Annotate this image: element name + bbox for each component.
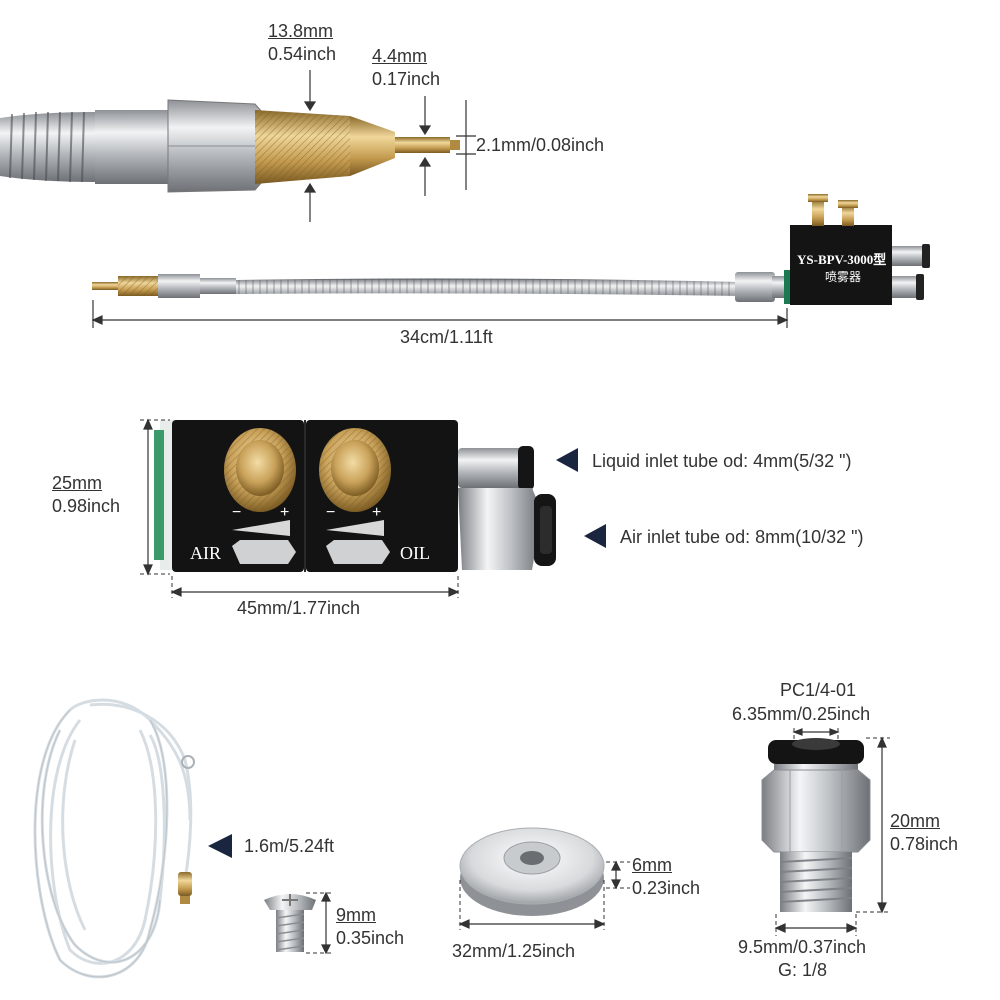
valve-height-inch: 0.98inch [52, 496, 121, 516]
valve-dimension-guides [140, 419, 459, 598]
valve-block [154, 420, 556, 572]
air-pointer-icon [584, 524, 606, 548]
valve-height-mm: 25mm [52, 473, 103, 493]
valve-dimension-arrows [143, 418, 460, 597]
tube-pointer-icon [208, 834, 232, 858]
assembly-length: 34cm/1.11ft [400, 327, 493, 347]
screw-length-mm: 9mm [336, 905, 376, 925]
screw [264, 894, 316, 952]
nozzle-diameter-inch: 0.54inch [268, 44, 337, 64]
nozzle-tip-mm: 4.4mm [372, 46, 428, 66]
magnet-diameter: 32mm/1.25inch [452, 941, 576, 961]
fitting-model: PC1/4-01 [780, 680, 857, 700]
nozzle-tip-inch: 0.17inch [372, 69, 441, 89]
tube-coil [33, 698, 193, 979]
fitting-height-inch: 0.78inch [890, 834, 959, 854]
liquid-inlet-label: Liquid inlet tube od: 4mm(5/32 ") [592, 451, 852, 471]
fitting-height-mm: 20mm [890, 811, 941, 831]
tube-length: 1.6m/5.24ft [244, 836, 335, 856]
brass-taper [350, 116, 395, 176]
screw-length-inch: 0.35inch [336, 928, 405, 948]
oil-plus-sign: + [372, 504, 382, 521]
nozzle-diameter-mm: 13.8mm [268, 21, 334, 41]
nozzle-assembly [92, 194, 930, 305]
brass-tip [395, 137, 450, 153]
fitting-thread: G: 1/8 [778, 960, 828, 980]
valve-width: 45mm/1.77inch [237, 598, 361, 618]
oil-knob-label: OIL [400, 543, 430, 563]
mini-valve-block [790, 225, 892, 305]
oil-minus-sign: − [326, 504, 336, 521]
model-label: YS-BPV-3000型 [797, 252, 887, 267]
magnet-thickness-mm: 6mm [632, 855, 672, 875]
nozzle-dimension-lines [303, 70, 476, 222]
fitting-width: 9.5mm/0.37inch [738, 937, 867, 957]
nozzle-hole-size: 2.1mm/0.08inch [476, 135, 605, 155]
air-inlet-label: Air inlet tube od: 8mm(10/32 ") [620, 527, 864, 547]
liquid-pointer-icon [556, 448, 578, 472]
length-dimension [91, 300, 789, 328]
fitting-tube-size: 6.35mm/0.25inch [732, 704, 871, 724]
model-sublabel: 喷雾器 [825, 270, 862, 284]
magnet [459, 827, 605, 916]
air-knob-label: AIR [190, 543, 221, 563]
air-plus-sign: + [280, 504, 290, 521]
air-minus-sign: − [232, 504, 242, 521]
push-in-fitting [761, 738, 871, 912]
magnet-thickness-inch: 0.23inch [632, 878, 701, 898]
brass-filter [178, 872, 192, 896]
hose-coils [0, 111, 95, 183]
hose-ferrule [95, 110, 180, 184]
nozzle-closeup [0, 99, 460, 193]
